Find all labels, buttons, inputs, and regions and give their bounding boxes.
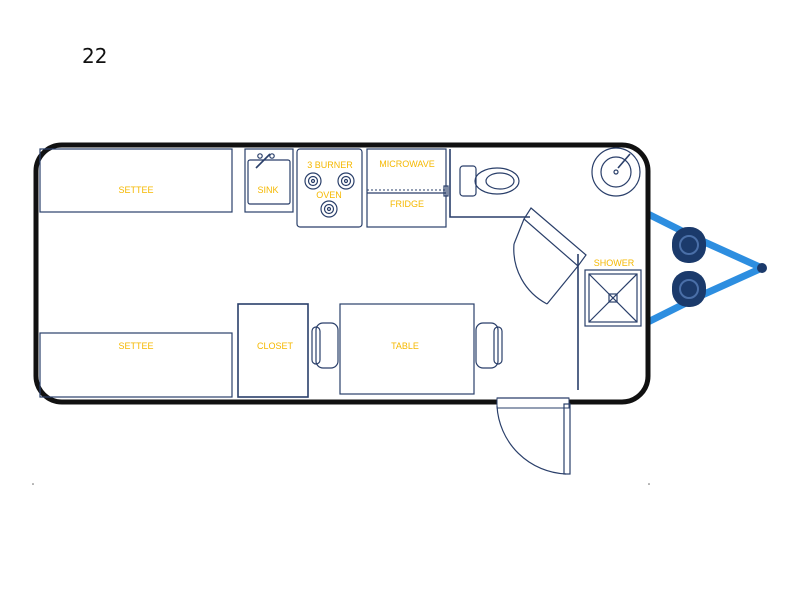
shower-label: SHOWER xyxy=(594,258,635,268)
model-number: 22 xyxy=(82,44,108,68)
burner-label: 3 BURNER xyxy=(307,160,353,170)
oven-label: OVEN xyxy=(316,190,342,200)
settee-top-label: SETTEE xyxy=(118,185,153,195)
dinette: TABLE xyxy=(311,303,503,395)
hitch xyxy=(646,210,767,326)
settee-bottom-label: SETTEE xyxy=(118,341,153,351)
tire-top xyxy=(672,227,706,263)
sink: SINK xyxy=(244,148,294,213)
tire-bottom-hub xyxy=(679,279,699,299)
entry-door xyxy=(496,397,571,475)
tire-top-hub xyxy=(679,235,699,255)
burner-left xyxy=(304,172,322,190)
chair-right xyxy=(475,322,503,369)
tire-bottom xyxy=(672,271,706,307)
microwave-label: MICROWAVE xyxy=(379,159,435,169)
table xyxy=(339,303,475,395)
left-mark xyxy=(32,483,34,485)
hitch-tongue xyxy=(646,210,766,326)
toilet xyxy=(459,165,520,197)
table-label: TABLE xyxy=(391,341,419,351)
closet-label: CLOSET xyxy=(257,341,294,351)
trailer-wall xyxy=(33,142,651,405)
burner-bottom xyxy=(320,200,338,218)
settee-top: SETTEE xyxy=(39,148,233,213)
hitch-coupler xyxy=(757,263,767,273)
sink-label: SINK xyxy=(257,185,278,195)
burner-right xyxy=(337,172,355,190)
shower: SHOWER xyxy=(577,254,642,390)
stove-oven: 3 BURNER OVEN xyxy=(296,148,363,228)
fridge-label: FRIDGE xyxy=(390,199,424,209)
bathroom-wall xyxy=(449,149,530,218)
microwave-fridge: MICROWAVE FRIDGE xyxy=(366,148,449,228)
bathroom-sink xyxy=(591,147,641,197)
chair-left xyxy=(311,322,339,369)
closet: CLOSET xyxy=(237,303,309,398)
right-mark xyxy=(648,483,650,485)
settee-bottom: SETTEE xyxy=(39,332,233,398)
